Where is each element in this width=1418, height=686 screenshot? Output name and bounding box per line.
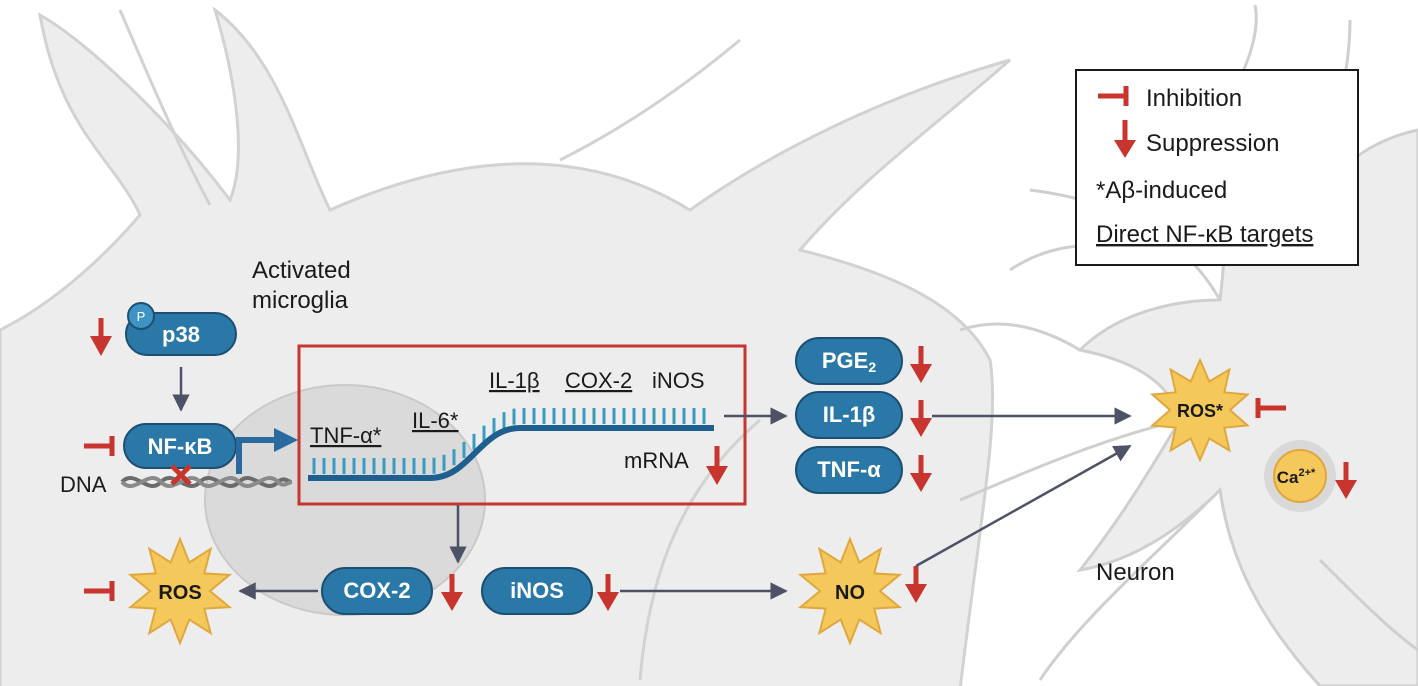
nfkb-inhibition-icon: [84, 436, 115, 456]
nfkb-pill: NF-κB: [123, 423, 237, 469]
legend-direct-targets: Direct NF-κB targets: [1096, 221, 1313, 248]
transcription-box: [297, 344, 747, 506]
microglia-label-line2: microglia: [252, 287, 349, 314]
pge2-suppression-icon: [910, 346, 932, 383]
legend-suppression: Suppression: [1146, 130, 1279, 157]
mrna-label: mRNA: [624, 448, 689, 473]
ros-neuron-label: ROS*: [1177, 401, 1223, 421]
pge2-pill: PGE2: [795, 337, 903, 385]
gene-inos: iNOS: [652, 368, 705, 393]
phospho-label: P: [137, 309, 146, 324]
no-label: NO: [835, 582, 865, 604]
cox2-label: COX-2: [343, 578, 410, 603]
inos-label: iNOS: [510, 578, 564, 603]
neuron-label: Neuron: [1096, 559, 1175, 586]
mrna-strand: [308, 408, 714, 481]
no-suppression-icon: [905, 566, 927, 603]
dna-label: DNA: [60, 472, 107, 497]
nfkb-label: NF-κB: [148, 434, 213, 459]
il1b-suppression-icon: [910, 400, 932, 437]
tnfa-pill: TNF-α: [795, 446, 903, 494]
arrow-no-to-ros: [915, 444, 1132, 568]
suppression-legend-icon: [1114, 120, 1136, 158]
dna-helix: [120, 476, 293, 488]
ros-left-label: ROS: [158, 582, 201, 604]
p38-label: p38: [162, 322, 200, 347]
legend-abeta: *Aβ-induced: [1096, 177, 1227, 204]
calcium-node: Ca2+*: [1264, 440, 1336, 512]
ros-neuron-inhibition-icon: [1255, 398, 1286, 418]
binding-blocked-icon: [170, 464, 192, 486]
gene-il1b: IL-1β: [489, 368, 540, 393]
tnfa-suppression-icon: [910, 455, 932, 492]
ros-left-inhibition-icon: [84, 581, 115, 601]
inos-suppression-icon: [597, 574, 619, 611]
gene-tnfa: TNF-α*: [310, 423, 382, 448]
inhibition-legend-icon: [1098, 86, 1129, 106]
ros-neuron-star: ROS*: [1149, 357, 1251, 463]
ros-left-star: ROS: [127, 536, 233, 646]
legend-inhibition: Inhibition: [1146, 85, 1242, 112]
mrna-suppression-icon: [706, 446, 728, 485]
gene-il6: IL-6*: [412, 408, 459, 433]
cox2-suppression-icon: [441, 574, 463, 611]
pge2-label: PGE2: [822, 348, 876, 375]
calcium-label: Ca2+*: [1277, 467, 1316, 487]
tnfa-label: TNF-α: [817, 457, 881, 482]
legend: Inhibition Suppression *Aβ-induced Direc…: [1075, 69, 1359, 266]
inos-pill: iNOS: [481, 567, 593, 615]
il1b-label: IL-1β: [823, 402, 876, 427]
gene-cox2: COX-2: [565, 368, 632, 393]
no-star: NO: [797, 536, 903, 646]
microglia-label-line1: Activated: [252, 257, 351, 284]
p38-pill: p38: [125, 312, 237, 356]
phospho-badge: P: [127, 302, 155, 330]
transcription-arrow: [236, 428, 298, 474]
il1b-pill: IL-1β: [795, 391, 903, 439]
p38-suppression-icon: [90, 318, 112, 356]
cox2-pill: COX-2: [321, 567, 433, 615]
calcium-suppression-icon: [1335, 462, 1357, 499]
